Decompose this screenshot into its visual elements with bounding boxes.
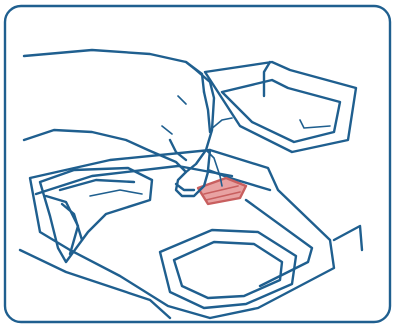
rear-compartment [205,62,356,152]
front-edge [20,250,170,318]
hand [24,50,232,196]
left-insert [40,168,152,262]
front-recess [160,230,296,308]
right-edge [334,226,362,250]
